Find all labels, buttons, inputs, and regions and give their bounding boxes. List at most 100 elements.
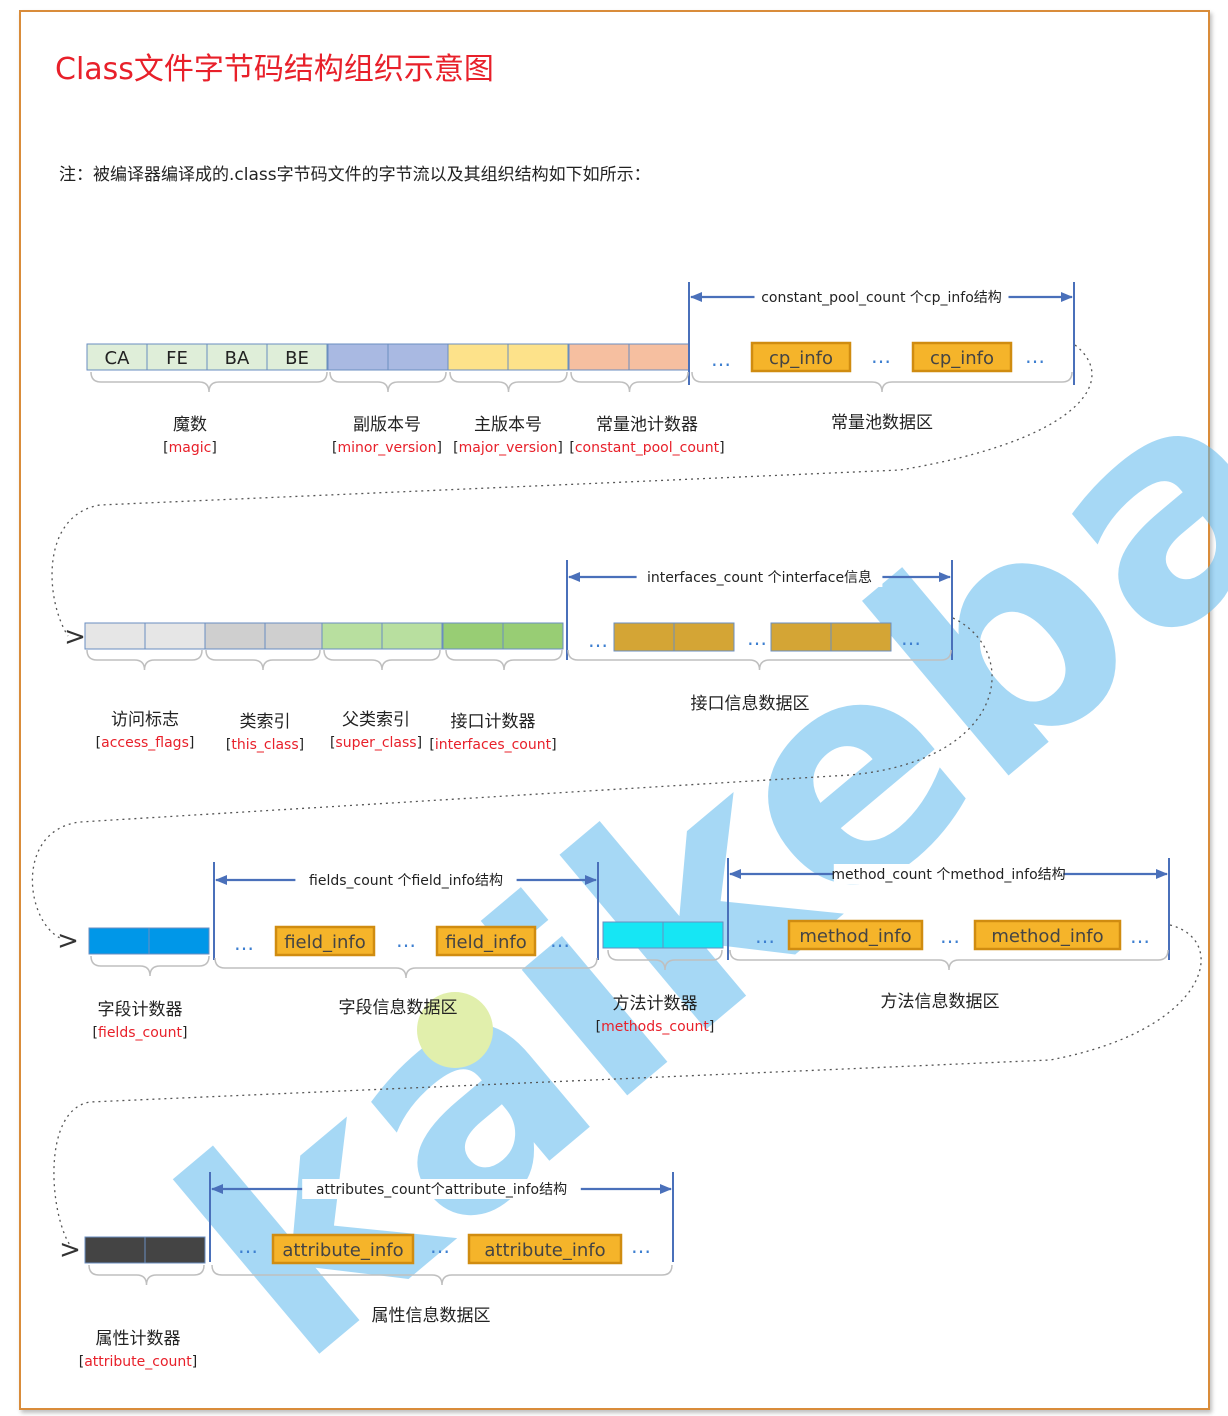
row4-start-marker: > <box>59 1235 81 1265</box>
brace-methods <box>729 949 1169 971</box>
constant-pool-count-cell <box>568 343 630 371</box>
brace-methods-count <box>607 949 723 971</box>
magic-byte-text: CA <box>105 348 131 369</box>
label-constant-pool-count-cn: 常量池计数器 <box>596 415 698 435</box>
minor-version-cell <box>327 343 389 371</box>
label-constant-pool-cn: 常量池数据区 <box>831 413 933 433</box>
methods-count-cell <box>662 921 724 949</box>
brace-super <box>323 649 441 671</box>
method-dots: … <box>940 924 960 948</box>
magic-byte-text: FE <box>166 348 188 369</box>
magic-byte-text: BA <box>225 348 250 369</box>
label-attribute-count-en: [attribute_count] <box>79 1354 198 1370</box>
label-attributes-cn: 属性信息数据区 <box>372 1306 491 1326</box>
fields-count-cell <box>88 927 150 955</box>
field-dots: … <box>396 928 416 952</box>
label-major-version-cn: 主版本号 <box>474 415 542 435</box>
attribute-dots: … <box>430 1234 450 1258</box>
magic-byte-cell <box>266 343 328 371</box>
label-methods-count-cn: 方法计数器 <box>613 994 698 1014</box>
label-fields-count-en: [fields_count] <box>93 1025 188 1041</box>
interface-item-cell <box>770 622 832 652</box>
label-interfaces-count-cn: 接口计数器 <box>451 712 536 732</box>
access-flags-cell <box>144 622 206 650</box>
constant-pool-count-cell <box>628 343 690 371</box>
this-class-cell <box>204 622 266 650</box>
cp-dots: … <box>871 344 891 368</box>
diagram-note: 注：被编译器编译成的.class字节码文件的字节流以及其组织结构如下如所示： <box>59 165 651 185</box>
label-access-flags-cn: 访问标志 <box>111 710 179 730</box>
label-super-class-cn: 父类索引 <box>342 710 410 730</box>
brace-interfaces <box>567 649 952 671</box>
interface-item-cell <box>673 622 735 652</box>
label-minor-version-en: [minor_version] <box>332 440 442 456</box>
brace-attribute-count <box>88 1264 205 1286</box>
brace-this <box>205 649 321 671</box>
attribute-dots: … <box>238 1234 258 1258</box>
attribute-count-cell <box>84 1236 146 1264</box>
method-info-box-text: method_info <box>799 926 911 947</box>
field-info-box-text: field_info <box>284 932 366 953</box>
label-fields-cn: 字段信息数据区 <box>339 998 458 1018</box>
cp-info-box-text: cp_info <box>769 348 833 369</box>
cp-info-box <box>750 341 852 373</box>
label-access-flags-en: [access_flags] <box>96 735 195 751</box>
brace-cp-count <box>570 371 689 393</box>
label-this-class-cn: 类索引 <box>240 712 291 732</box>
interface-item-cell <box>613 622 675 652</box>
cp-dots: … <box>711 347 731 371</box>
diagram-title: Class文件字节码结构组织示意图 <box>55 52 494 87</box>
attribute-info-box <box>271 1233 415 1265</box>
brace-cp <box>691 371 1073 393</box>
access-flags-cell <box>84 622 146 650</box>
methods-span-label-bg <box>833 864 1064 884</box>
method-info-box <box>787 919 924 951</box>
label-this-class-en: [this_class] <box>226 737 304 753</box>
watermark-dot <box>417 992 493 1068</box>
major-version-cell <box>507 343 569 371</box>
brace-minor <box>329 371 447 393</box>
constant-pool-span-label: constant_pool_count 个cp_info结构 <box>761 290 1002 306</box>
label-constant-pool-count-en: [constant_pool_count] <box>569 440 724 456</box>
fields-span-label-bg <box>295 870 517 890</box>
interface-dots: … <box>901 626 921 650</box>
interfaces-count-cell <box>442 622 504 650</box>
magic-byte-cell <box>206 343 268 371</box>
label-methods-count-en: [methods_count] <box>596 1019 715 1035</box>
field-dots: … <box>550 928 570 952</box>
methods-count-cell <box>602 921 664 949</box>
method-info-box-text: method_info <box>991 926 1103 947</box>
row3-start-marker: > <box>57 926 79 956</box>
label-major-version-en: [major_version] <box>453 440 563 456</box>
magic-byte-cell <box>86 343 148 371</box>
field-info-box-text: field_info <box>445 932 527 953</box>
diagram-frame: Class文件字节码结构组织示意图 注：被编译器编译成的.class字节码文件的… <box>19 10 1210 1410</box>
brace-attributes <box>211 1264 673 1286</box>
interfaces-span-label: interfaces_count 个interface信息 <box>647 569 872 586</box>
attribute-info-box-text: attribute_info <box>282 1240 403 1261</box>
brace-fields <box>214 957 598 979</box>
field-info-box <box>274 925 376 957</box>
super-class-cell <box>381 622 443 650</box>
attribute-count-cell <box>144 1236 206 1264</box>
field-info-box <box>435 925 537 957</box>
methods-span-label: method_count 个method_info结构 <box>831 867 1065 883</box>
method-info-box <box>973 919 1122 951</box>
label-interfaces-cn: 接口信息数据区 <box>691 694 810 714</box>
interfaces-count-cell <box>502 622 564 650</box>
cp-info-box <box>911 341 1013 373</box>
fields-count-cell <box>148 927 210 955</box>
super-class-cell <box>321 622 383 650</box>
label-magic-en: [magic] <box>163 440 217 456</box>
label-super-class-en: [super_class] <box>330 735 422 751</box>
label-interfaces-count-en: [interfaces_count] <box>429 737 556 753</box>
label-fields-count-cn: 字段计数器 <box>98 1000 183 1020</box>
field-dots: … <box>234 931 254 955</box>
attribute-info-box-text: attribute_info <box>484 1240 605 1261</box>
method-dots: … <box>1130 924 1150 948</box>
method-dots: … <box>755 924 775 948</box>
attribute-info-box <box>467 1233 623 1265</box>
magic-byte-text: BE <box>285 348 309 369</box>
fields-span-label: fields_count 个field_info结构 <box>309 873 503 889</box>
attributes-span-label-bg <box>302 1179 581 1199</box>
